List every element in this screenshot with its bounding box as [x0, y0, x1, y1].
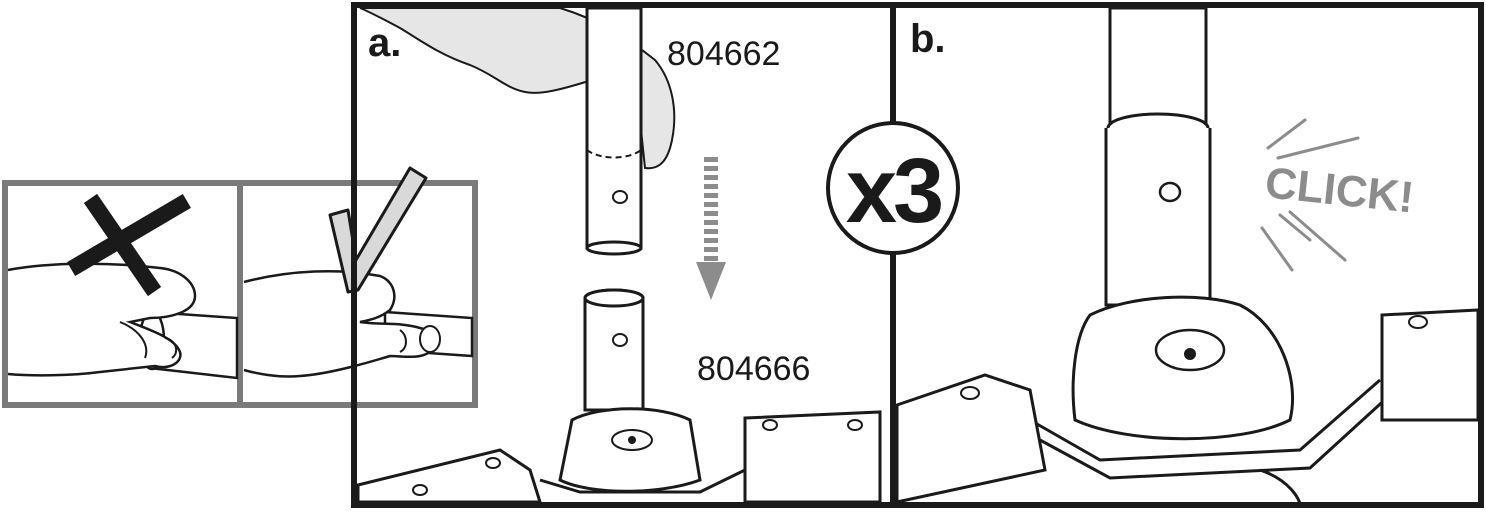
click-burst-lines — [1260, 118, 1360, 272]
grip-guide — [2, 166, 478, 408]
repeat-badge: x3 — [826, 121, 960, 255]
cross-icon — [67, 193, 191, 297]
part-number-bottom: 804666 — [697, 350, 810, 388]
main-frame — [351, 2, 1484, 508]
panel-a-label: a. — [368, 21, 401, 65]
repeat-count: x3 — [846, 140, 941, 242]
panel-b: CLICK! b. — [895, 6, 1480, 506]
down-arrow-icon — [696, 157, 726, 300]
hand-outline-right — [243, 269, 437, 378]
panel-a: a. 804662 804666 — [356, 6, 882, 504]
wrong-grip-panel — [7, 193, 239, 380]
right-grip-panel — [243, 166, 474, 378]
click-sound-text: CLICK! — [1263, 158, 1416, 222]
panel-b-label: b. — [910, 17, 946, 61]
part-number-top: 804662 — [667, 35, 780, 73]
